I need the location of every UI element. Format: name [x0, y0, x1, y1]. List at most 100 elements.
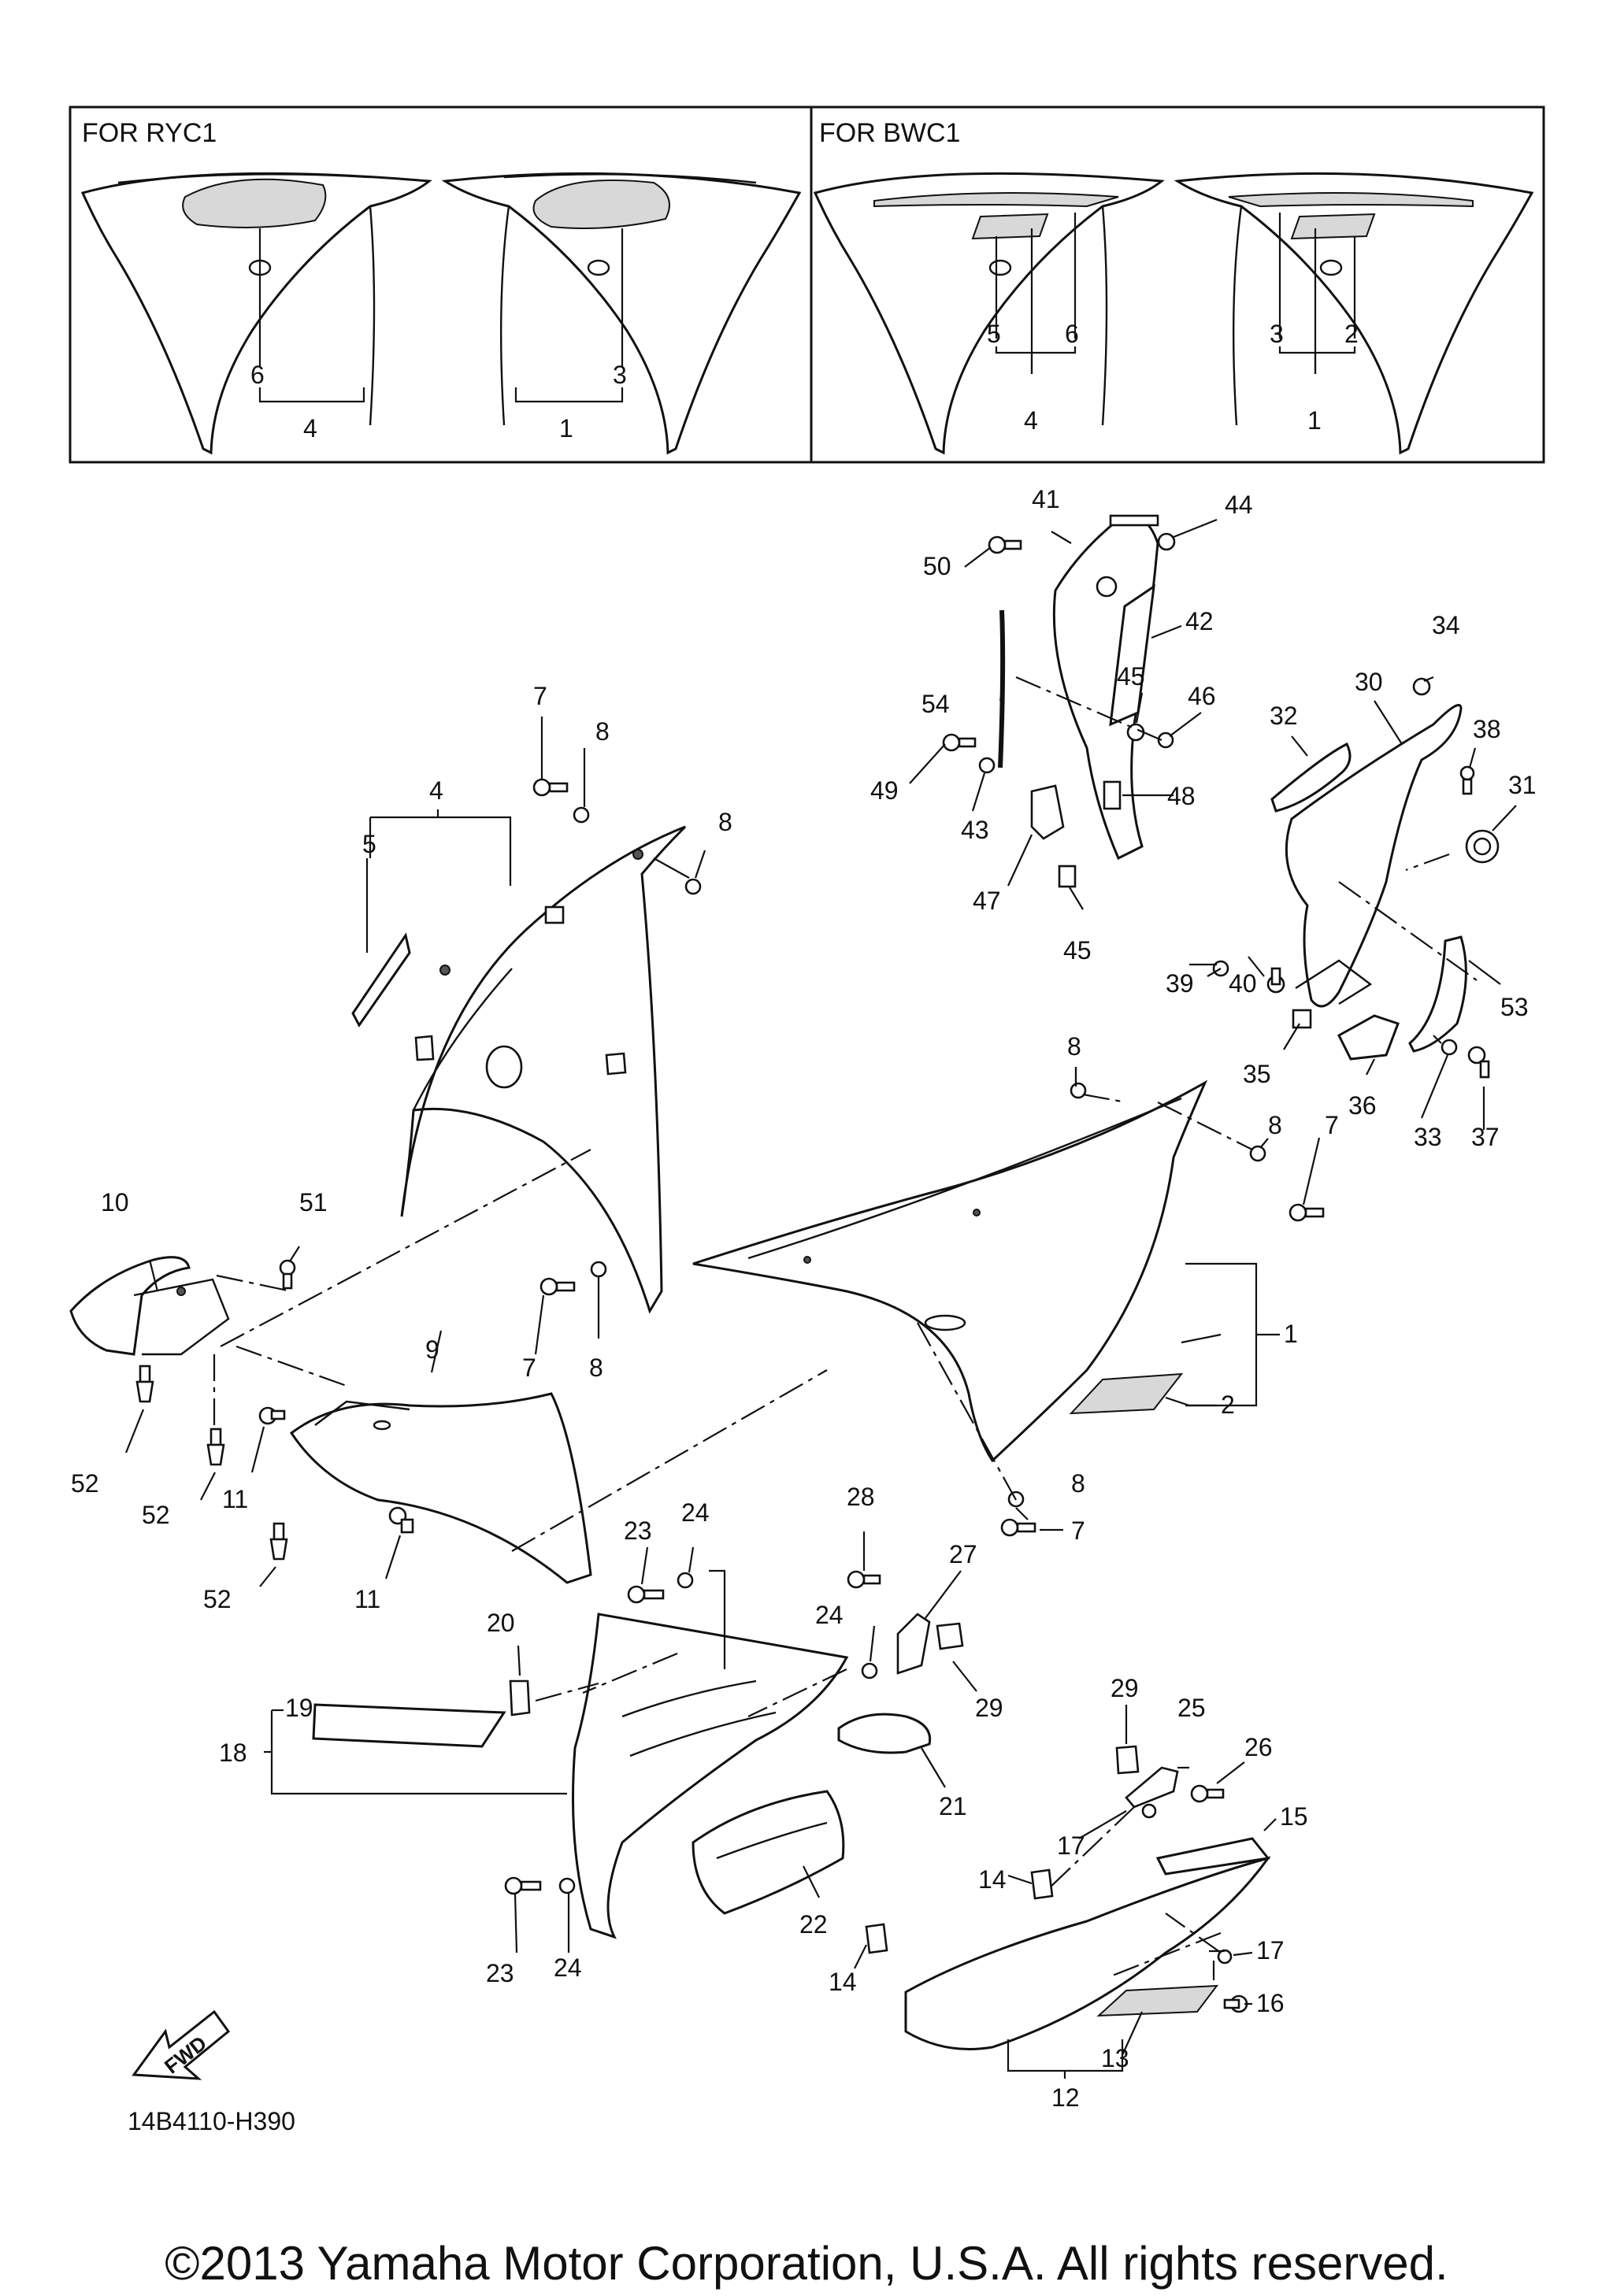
bolt-23-icon [504, 1876, 542, 1895]
bolt-7-icon [540, 1277, 576, 1296]
grommet-31-icon [1465, 829, 1500, 864]
inset-title-bwc1: FOR BWC1 [819, 118, 960, 148]
callout-52: 52 [142, 1501, 170, 1529]
callout-29: 29 [975, 1694, 1003, 1722]
callout-46: 46 [1188, 682, 1216, 710]
callout-45: 45 [1063, 936, 1092, 965]
stay-30 [1270, 704, 1500, 1061]
bolt-7-icon [1289, 1203, 1325, 1222]
clip-20-icon [509, 1679, 531, 1716]
callout-21: 21 [939, 1792, 967, 1820]
rubber-48-icon [1103, 780, 1122, 810]
callout-8: 8 [589, 1354, 603, 1382]
callout-26: 26 [1244, 1733, 1273, 1761]
callout-19: 19 [285, 1694, 313, 1722]
callout-27: 27 [949, 1540, 977, 1568]
callout-4: 4 [1024, 406, 1038, 435]
washer-33-icon [1441, 1039, 1458, 1056]
insulator-21 [837, 1713, 932, 1754]
inset-bwc1-right-panel [1174, 172, 1534, 455]
part-54 [998, 609, 1006, 768]
callout-29: 29 [1111, 1674, 1139, 1702]
screw-52-icon [269, 1522, 288, 1561]
clip-14-icon [865, 1923, 888, 1954]
callout-7: 7 [1071, 1516, 1085, 1545]
rivet-11-icon [258, 1406, 286, 1425]
callout-7: 7 [522, 1354, 536, 1382]
inset-box: FOR RYC1 FOR BWC1 [69, 106, 1545, 464]
callout-36: 36 [1348, 1091, 1377, 1120]
callout-33: 33 [1414, 1123, 1442, 1151]
callout-14: 14 [829, 1968, 857, 1996]
decal-19 [312, 1703, 506, 1748]
clip-29-icon [1115, 1745, 1140, 1775]
callout-44: 44 [1225, 491, 1253, 519]
cowl-vent-icon [924, 1314, 966, 1331]
washer-8-icon [684, 878, 702, 895]
washer-8-icon [1249, 1145, 1266, 1162]
callout-4: 4 [303, 414, 317, 443]
callout-11: 11 [222, 1485, 248, 1513]
callout-14: 14 [978, 1865, 1007, 1894]
flame-decal-icon [182, 178, 327, 228]
callout-40: 40 [1229, 969, 1257, 998]
callout-37: 37 [1471, 1123, 1500, 1151]
callout-6: 6 [250, 361, 265, 389]
inner-panel-9 [289, 1392, 592, 1584]
callouts: 7 8 8 4 5 8 8 7 10 51 1 2 7 8 9 52 52 11… [71, 485, 1537, 2112]
part-32 [1270, 742, 1352, 813]
rivet-45-icon [1058, 865, 1077, 888]
callout-24: 24 [815, 1601, 844, 1629]
part-15 [1155, 1837, 1270, 1876]
diagram-code: 14B4110-H390 [128, 2107, 295, 2135]
stripe-decal-icon [1228, 192, 1474, 208]
callout-45: 45 [1117, 662, 1145, 691]
callout-5: 5 [362, 830, 376, 858]
callout-24: 24 [554, 1953, 582, 1982]
callout-3: 3 [1270, 320, 1284, 348]
logo-decal-icon [1290, 213, 1376, 240]
callout-2: 2 [1344, 320, 1359, 348]
stripe-decal-icon [873, 192, 1119, 208]
flame-decal-icon [532, 179, 670, 230]
callout-10: 10 [101, 1188, 129, 1217]
washer-24-icon [861, 1662, 878, 1679]
clip-14-icon [1030, 1868, 1054, 1900]
callout-8: 8 [1067, 1032, 1081, 1061]
screw-52-icon [206, 1428, 225, 1466]
bolt-37-icon [1467, 1046, 1490, 1079]
callout-23: 23 [486, 1959, 514, 1987]
clip-47-icon [1030, 784, 1065, 840]
part-53 [1408, 935, 1467, 1053]
callout-42: 42 [1185, 607, 1214, 635]
callout-8: 8 [1071, 1469, 1085, 1498]
callout-39: 39 [1166, 969, 1194, 998]
forward-arrow-icon [132, 2009, 231, 2080]
clip-29-icon [936, 1622, 964, 1650]
bracket-27-icon [896, 1613, 931, 1675]
nut-44-icon [1157, 532, 1176, 551]
decal-2 [1069, 1372, 1184, 1415]
part-36 [1337, 1014, 1400, 1061]
screw-52-icon [135, 1365, 154, 1403]
callout-32: 32 [1270, 702, 1298, 730]
callout-9: 9 [425, 1335, 439, 1364]
bolt-38-icon [1459, 765, 1475, 795]
washer-43-icon [978, 757, 996, 774]
bolt-28-icon [847, 1570, 881, 1589]
callout-11: 11 [354, 1585, 380, 1613]
bolt-7-icon [1000, 1518, 1036, 1537]
callout-1: 1 [1307, 406, 1322, 435]
callout-54: 54 [921, 690, 950, 718]
callout-23: 23 [624, 1516, 652, 1545]
callout-30: 30 [1355, 668, 1383, 696]
callout-25: 25 [1177, 1694, 1206, 1722]
bolt-7-icon [532, 778, 569, 797]
bracket-25-icon [1125, 1766, 1179, 1809]
callout-18: 18 [219, 1739, 247, 1767]
callout-7: 7 [533, 682, 547, 710]
nut-34-icon [1412, 677, 1431, 696]
copyright-notice: ©2013 Yamaha Motor Corporation, U.S.A. A… [165, 2237, 1448, 2290]
inset-ryc1-left-panel [80, 172, 432, 455]
